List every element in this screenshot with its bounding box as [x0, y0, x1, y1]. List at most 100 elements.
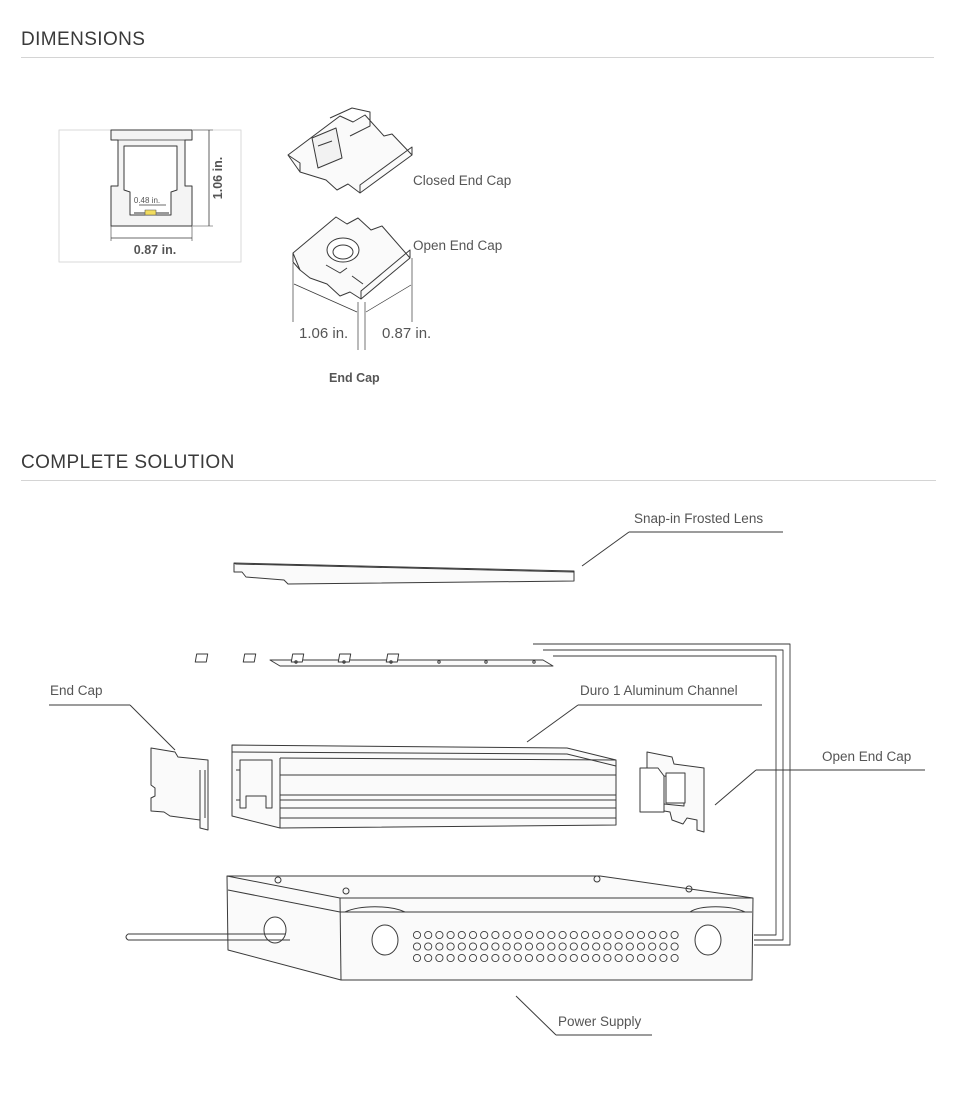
- vent-hole: [547, 942, 556, 951]
- end-cap-dim-left: 1.06 in.: [299, 325, 348, 342]
- vent-hole: [603, 953, 612, 963]
- dimensions-title: DIMENSIONS: [21, 29, 146, 50]
- dimensions-divider: [21, 57, 934, 58]
- vent-hole: [625, 953, 634, 963]
- vent-hole: [670, 953, 679, 963]
- vent-hole: [491, 953, 500, 963]
- vent-hole: [614, 930, 623, 940]
- profile-cross-section: [58, 129, 242, 263]
- vent-hole: [603, 930, 612, 940]
- vent-hole: [558, 942, 567, 951]
- vent-hole: [412, 930, 422, 940]
- open-end-cap-label: Open End Cap: [413, 238, 502, 253]
- vent-hole: [468, 930, 478, 940]
- vent-hole: [446, 942, 455, 951]
- vent-hole: [558, 953, 567, 963]
- open-end-cap-solution-label: Open End Cap: [822, 749, 911, 764]
- vent-hole: [480, 953, 489, 963]
- vent-hole: [491, 942, 500, 951]
- vent-hole: [536, 953, 545, 963]
- vent-hole: [536, 942, 545, 951]
- left-end-cap: [49, 704, 209, 831]
- vent-hole: [424, 953, 433, 963]
- vent-hole: [569, 953, 578, 963]
- vent-hole: [491, 930, 500, 940]
- power-supply-box: [125, 875, 754, 1036]
- vent-hole: [502, 953, 511, 963]
- vent-hole: [625, 942, 634, 951]
- vent-hole: [524, 953, 534, 963]
- complete-solution-divider: [21, 480, 936, 481]
- end-cap-caption: End Cap: [329, 371, 380, 385]
- vent-hole: [614, 942, 623, 951]
- vent-hole: [536, 930, 545, 940]
- vent-hole: [457, 930, 466, 940]
- profile-inner-width-label: 0.48 in.: [134, 196, 160, 205]
- vent-hole: [468, 942, 478, 951]
- complete-solution-title: COMPLETE SOLUTION: [21, 452, 235, 473]
- vent-hole: [513, 942, 522, 951]
- vent-hole: [446, 930, 455, 940]
- vent-hole: [412, 953, 422, 963]
- snap-in-lens-label: Snap-in Frosted Lens: [634, 511, 763, 526]
- aluminum-channel-label: Duro 1 Aluminum Channel: [580, 683, 738, 698]
- vent-hole: [513, 930, 522, 940]
- end-cap-solution-label: End Cap: [50, 683, 103, 698]
- vent-hole: [558, 930, 567, 940]
- vent-hole: [648, 930, 657, 940]
- vent-hole: [614, 953, 623, 963]
- vent-hole: [502, 930, 511, 940]
- vent-hole: [547, 953, 556, 963]
- vent-hole: [659, 930, 668, 940]
- vent-hole: [670, 942, 679, 951]
- vent-hole: [592, 953, 601, 963]
- vent-hole: [502, 942, 511, 951]
- vent-hole: [625, 930, 634, 940]
- vent-hole: [569, 930, 578, 940]
- vent-hole: [435, 942, 444, 951]
- vent-hole: [524, 930, 534, 940]
- profile-width-label: 0.87 in.: [134, 243, 176, 257]
- vent-hole: [524, 942, 534, 951]
- vent-hole: [636, 953, 646, 963]
- profile-height-label: 1.06 in.: [211, 157, 225, 199]
- vent-hole: [569, 942, 578, 951]
- vent-hole: [457, 953, 466, 963]
- closed-end-cap: [287, 107, 413, 194]
- led-strip: [194, 653, 554, 667]
- open-end-cap: [292, 216, 413, 350]
- vent-hole: [648, 942, 657, 951]
- vent-hole: [424, 930, 433, 940]
- vent-hole: [659, 953, 668, 963]
- vent-hole: [435, 930, 444, 940]
- vent-hole: [648, 953, 657, 963]
- vent-hole: [580, 942, 590, 951]
- vent-hole: [480, 942, 489, 951]
- vent-hole: [457, 942, 466, 951]
- vent-hole: [636, 942, 646, 951]
- vent-hole: [468, 953, 478, 963]
- vent-hole: [592, 942, 601, 951]
- aluminum-channel: [231, 704, 762, 829]
- vent-hole: [636, 930, 646, 940]
- vent-hole: [513, 953, 522, 963]
- vent-hole: [592, 930, 601, 940]
- end-cap-dim-right: 0.87 in.: [382, 325, 431, 342]
- vent-hole: [659, 942, 668, 951]
- frosted-lens: [233, 531, 783, 585]
- vent-hole: [435, 953, 444, 963]
- led-chip: [144, 209, 157, 216]
- power-supply-label: Power Supply: [558, 1014, 642, 1029]
- vent-grid: [412, 930, 679, 963]
- vent-hole: [580, 930, 590, 940]
- vent-hole: [603, 942, 612, 951]
- right-open-end-cap: [639, 751, 925, 833]
- vent-hole: [412, 942, 422, 951]
- vent-hole: [424, 942, 433, 951]
- closed-end-cap-label: Closed End Cap: [413, 173, 511, 188]
- vent-hole: [547, 930, 556, 940]
- vent-hole: [446, 953, 455, 963]
- power-wires: [533, 643, 791, 946]
- vent-hole: [670, 930, 679, 940]
